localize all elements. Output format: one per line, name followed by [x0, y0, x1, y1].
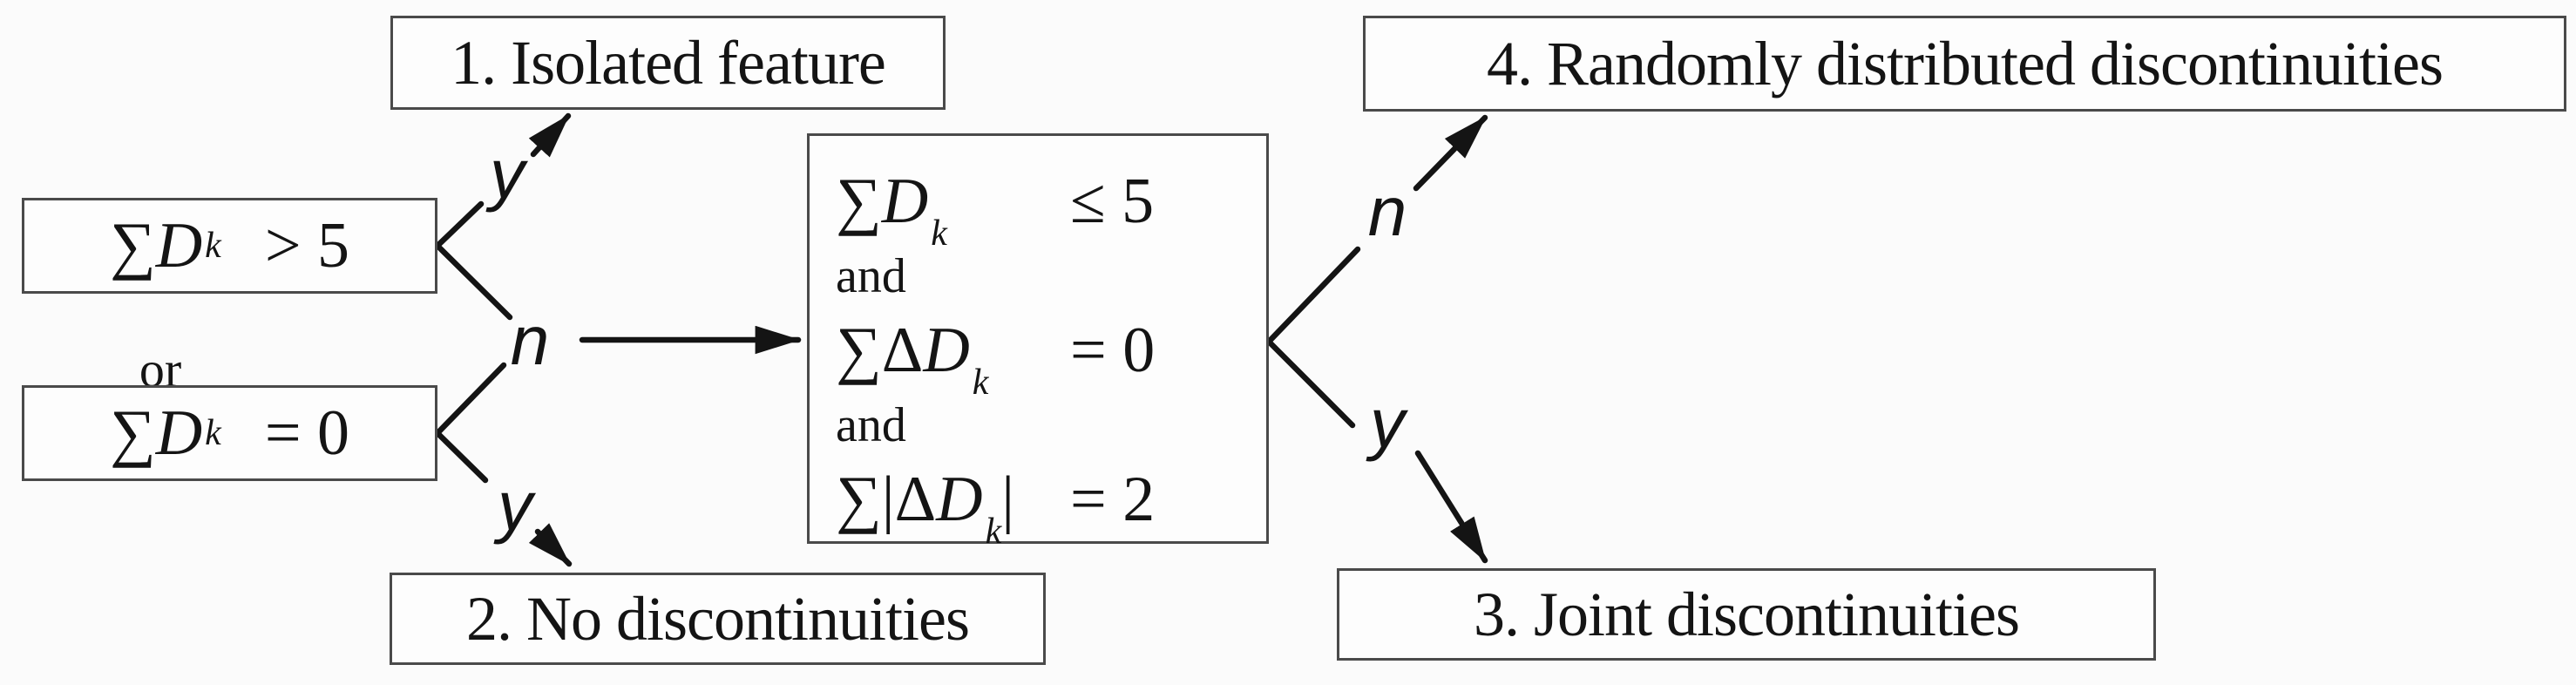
- edge-label-yes-bottom-left: y: [498, 467, 532, 545]
- sum-symbol: ∑: [109, 397, 156, 469]
- middle-condition-row-3: ∑|ΔDk|= 2: [836, 464, 1156, 553]
- edge-bottomleft-no-line: [434, 362, 507, 437]
- edge-topleft-no-line: [434, 242, 513, 321]
- edge-middle-no-arrow: [1413, 114, 1488, 192]
- edge-topleft-yes-line: [434, 200, 485, 249]
- sum-symbol: ∑: [836, 165, 882, 237]
- relation-text: ≤ 5: [1070, 165, 1155, 237]
- edge-label-yes-right: y: [1370, 384, 1405, 462]
- edge-bottomleft-yes-line: [434, 430, 489, 484]
- edge-middle-no-line: [1265, 246, 1361, 345]
- outcome-box-1-isolated-feature: 1. Isolated feature: [390, 16, 946, 110]
- outcome-box-3-joint-discontinuities: 3. Joint discontinuities: [1337, 568, 2156, 661]
- conjunction-and: and: [836, 248, 906, 303]
- edge-label-no-left: n: [510, 302, 550, 379]
- sum-symbol: ∑: [109, 209, 156, 281]
- outcome-4-label: 4. Randomly distributed discontinuities: [1487, 28, 2444, 98]
- edge-middle-yes-arrow: [1414, 450, 1488, 564]
- subscript-k: k: [931, 213, 947, 254]
- subscript-k: k: [985, 512, 1002, 553]
- middle-condition-row-2: ∑ΔDk= 0: [836, 314, 1156, 403]
- outcome-box-4-randomly-distributed: 4. Randomly distributed discontinuities: [1363, 16, 2566, 112]
- outcome-box-2-no-discontinuities: 2. No discontinuities: [390, 573, 1046, 665]
- outcome-2-label: 2. No discontinuities: [466, 583, 970, 654]
- conjunction-and: and: [836, 398, 906, 453]
- edge-topleft-yes-arrow: [528, 112, 572, 158]
- relation-text: = 2: [1070, 464, 1156, 536]
- edge-middle-yes-line: [1265, 338, 1356, 429]
- relation-text: = 0: [264, 397, 350, 469]
- middle-condition-row-1: ∑Dk≤ 5: [836, 165, 1155, 254]
- condition-box-middle: ∑Dk≤ 5 and ∑ΔDk= 0 and ∑|ΔDk|= 2: [807, 133, 1269, 553]
- edge-bottomleft-yes-arrow: [528, 523, 573, 567]
- sum-delta-symbol: ∑Δ: [836, 314, 924, 386]
- sum-abs-delta-symbol: ∑|Δ: [836, 464, 937, 536]
- outcome-1-label: 1. Isolated feature: [451, 27, 886, 98]
- relation-text: > 5: [264, 209, 350, 281]
- edge-label-no-right: n: [1367, 173, 1407, 250]
- edge-label-yes-top-left: y: [490, 135, 525, 213]
- subscript-k: k: [972, 362, 989, 403]
- outcome-3-label: 3. Joint discontinuities: [1473, 579, 2020, 649]
- relation-text: = 0: [1070, 314, 1156, 386]
